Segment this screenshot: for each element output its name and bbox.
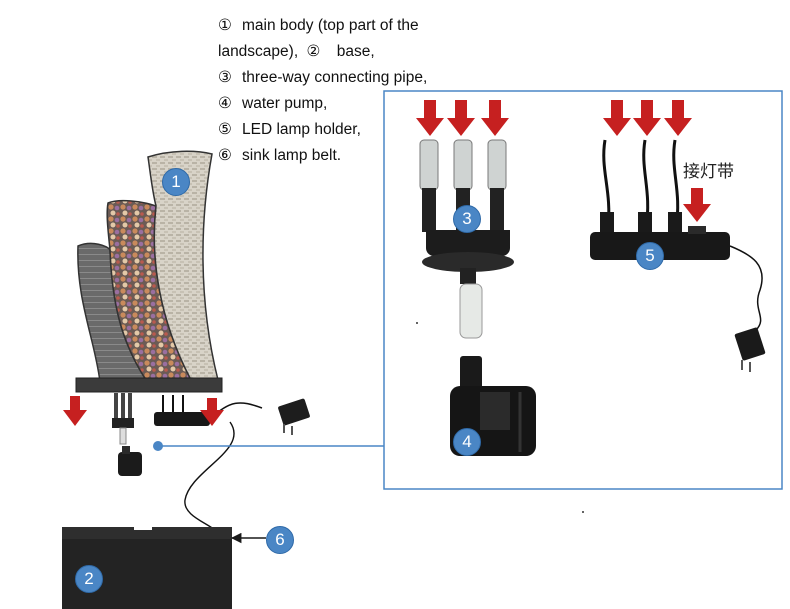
- lamp-strip-connection-label: 接灯带: [683, 162, 734, 182]
- red-arrows-left: [63, 396, 224, 426]
- badge-main-body: 1: [162, 168, 190, 196]
- legend-text-4: water pump,: [242, 95, 328, 112]
- small-lamp-holder: [154, 395, 310, 531]
- legend-symbol-5: ⑤: [218, 121, 232, 138]
- legend-symbol-2: ②: [306, 43, 321, 60]
- legend-text-1: main body (top part of the: [242, 17, 419, 34]
- legend-row-6: ⑥ sink lamp belt.: [218, 143, 427, 169]
- detail-box: [383, 90, 783, 490]
- badge-sink-lamp-belt: 6: [266, 526, 294, 554]
- legend-row-3: ③ three-way connecting pipe,: [218, 65, 427, 91]
- badge-base: 2: [75, 565, 103, 593]
- legend-symbol-6: ⑥: [218, 147, 232, 164]
- red-arrows-detail: [416, 100, 711, 222]
- fountain-main-body: [75, 150, 223, 393]
- legend-text-3: three-way connecting pipe,: [242, 69, 428, 86]
- legend-row-5: ⑤ LED lamp holder,: [218, 117, 427, 143]
- legend-text-2: landscape),: [218, 43, 299, 60]
- callout-dot: [153, 441, 163, 451]
- legend-text-6: sink lamp belt.: [242, 147, 342, 164]
- led-lamp-holder: [590, 139, 766, 372]
- legend-symbol-1: ①: [218, 17, 232, 34]
- three-way-pipe: [419, 139, 514, 339]
- legend-row-2: landscape), ② base,: [218, 39, 427, 65]
- legend-text-5: LED lamp holder,: [242, 121, 361, 138]
- badge-three-way-pipe: 3: [453, 205, 481, 233]
- legend-row-1: ① main body (top part of the: [218, 13, 427, 39]
- legend-symbol-4: ④: [218, 95, 232, 112]
- legend-text-2b: base,: [336, 43, 375, 60]
- legend-row-4: ④ water pump,: [218, 91, 427, 117]
- badge-water-pump: 4: [453, 428, 481, 456]
- badge-led-lamp-holder: 5: [636, 242, 664, 270]
- legend-symbol-3: ③: [218, 69, 232, 86]
- small-pipe-assembly: [112, 393, 142, 476]
- component-legend: ① main body (top part of the landscape), …: [218, 13, 427, 169]
